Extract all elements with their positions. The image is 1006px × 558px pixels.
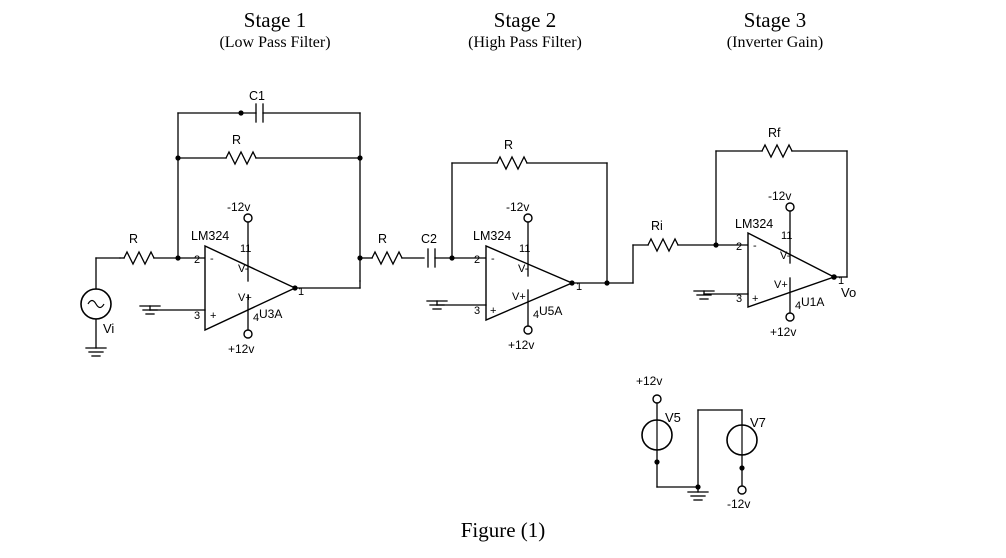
opamp-u3a-part-label: LM324 [191, 229, 229, 243]
supply-rail-u5a-negative [523, 213, 533, 277]
stage-2-subtitle: (High Pass Filter) [468, 34, 582, 51]
opamp-u1a-minus-sign: - [753, 240, 757, 252]
dc-source-v7 [697, 409, 758, 495]
supply-rail-u1a-positive [785, 277, 795, 322]
opamp-u5a-pin2: 2 [474, 254, 480, 266]
stage-3-circuit: Ri Rf LM324 U1A 2 - 3 + 11 V- [647, 126, 856, 339]
opamp-u1a-pin3: 3 [736, 293, 742, 305]
opamp-u3a-pin2: 2 [194, 254, 200, 266]
opamp-u3a-ref-label: U3A [259, 307, 282, 321]
stage-2-title: Stage 2 [493, 8, 557, 32]
ac-source-vi [80, 257, 112, 357]
opamp-u3a-pin4: 4 [253, 312, 259, 324]
opamp-u5a-plus-sign: + [490, 305, 496, 317]
supply-label-u5a-neg: -12v [506, 200, 529, 214]
supply-label-v7-terminal: -12v [727, 497, 750, 511]
opamp-u3a-vpos-label: V+ [238, 292, 252, 304]
stage-2-circuit: R C2 R LM324 [359, 138, 649, 352]
supply-label-u1a-pos: +12v [770, 325, 796, 339]
opamp-u3a-pin1: 1 [298, 286, 304, 298]
supply-rail-u5a-positive [523, 289, 533, 335]
resistor-ri-input [647, 237, 717, 253]
opamp-u1a-ref-label: U1A [801, 295, 824, 309]
opamp-u3a-minus-sign: - [210, 253, 214, 265]
capacitor-c2-label: C2 [421, 232, 437, 246]
resistor-r-feedback-stage1 [175, 150, 363, 166]
stage-3-title: Stage 3 [743, 8, 807, 32]
opamp-u1a-pin4: 4 [795, 300, 801, 312]
opamp-u1a-pin1: 1 [838, 275, 844, 287]
resistor-r-feedback-stage2 [451, 155, 608, 171]
resistor-rf-label: Rf [768, 126, 781, 140]
opamp-u5a-ref-label: U5A [539, 304, 562, 318]
opamp-u1a-pin2: 2 [736, 241, 742, 253]
resistor-r-feedback-stage1-label: R [232, 133, 241, 147]
stage-2-title-block: Stage 2 (High Pass Filter) [375, 8, 675, 52]
ground-symbol-power-supply [687, 486, 709, 501]
ground-symbol-stage2-pin3 [426, 300, 448, 310]
stage-1-title: Stage 1 [243, 8, 307, 32]
opamp-u5a-vpos-label: V+ [512, 291, 526, 303]
opamp-u1a-pin11: 11 [781, 230, 792, 242]
stage-3-title-block: Stage 3 (Inverter Gain) [625, 8, 925, 52]
opamp-u3a-pin11: 11 [240, 243, 251, 255]
stage-1-subtitle: (Low Pass Filter) [219, 34, 331, 51]
opamp-u3a-vneg-label: V- [238, 263, 249, 275]
opamp-u1a-vneg-label: V- [780, 250, 791, 262]
ground-symbol-stage1-pin3 [139, 305, 161, 315]
supply-label-u1a-neg: -12v [768, 189, 791, 203]
opamp-u5a-vneg-label: V- [518, 263, 529, 275]
opamp-u3a [204, 244, 297, 332]
resistor-r-input-stage1-label: R [129, 232, 138, 246]
resistor-r-input-stage2 [359, 250, 425, 266]
capacitor-c2-input [427, 248, 453, 268]
source-vi-label: Vi [103, 321, 114, 336]
dc-source-v7-label: V7 [750, 415, 766, 430]
opamp-u3a-pin3: 3 [194, 310, 200, 322]
resistor-r-feedback-stage2-label: R [504, 138, 513, 152]
opamp-u1a-vpos-label: V+ [774, 279, 788, 291]
opamp-u3a-plus-sign: + [210, 310, 216, 322]
supply-rail-u3a-positive [243, 294, 253, 339]
resistor-r-input-stage2-label: R [378, 232, 387, 246]
ground-symbol-stage3-pin3 [693, 290, 715, 300]
opamp-u5a-minus-sign: - [491, 253, 495, 265]
ground-symbol-vi [85, 347, 107, 357]
resistor-rf-feedback [715, 143, 848, 159]
opamp-u5a-pin11: 11 [519, 243, 530, 255]
opamp-u5a [485, 244, 574, 322]
supply-label-v5-terminal: +12v [636, 374, 662, 388]
opamp-u5a-pin3: 3 [474, 305, 480, 317]
dc-source-v5-label: V5 [665, 410, 681, 425]
supply-label-u3a-neg: -12v [227, 200, 250, 214]
opamp-u1a-part-label: LM324 [735, 217, 773, 231]
opamp-u1a [747, 231, 836, 308]
opamp-u5a-pin4: 4 [533, 309, 539, 321]
resistor-r-input-stage1 [119, 250, 179, 266]
opamp-u1a-plus-sign: + [752, 293, 758, 305]
supply-rail-u1a-negative [785, 202, 795, 264]
supply-rail-u3a-negative [243, 213, 253, 282]
opamp-u5a-part-label: LM324 [473, 229, 511, 243]
stage-3-subtitle: (Inverter Gain) [726, 34, 824, 51]
power-supply-circuit: +12v V5 V7 -12v [636, 374, 766, 511]
resistor-ri-label: Ri [651, 219, 663, 233]
stage-1-title-block: Stage 1 (Low Pass Filter) [125, 8, 425, 52]
output-vo-label: Vo [841, 285, 856, 300]
opamp-u5a-pin1: 1 [576, 281, 582, 293]
capacitor-c1-label: C1 [249, 89, 265, 103]
capacitor-c1-feedback [177, 103, 361, 123]
supply-label-u3a-pos: +12v [228, 342, 254, 356]
dc-source-v5 [641, 394, 699, 488]
figure-caption: Figure (1) [460, 518, 546, 542]
supply-label-u5a-pos: +12v [508, 338, 534, 352]
stage-1-circuit: Vi R C1 [80, 89, 363, 357]
